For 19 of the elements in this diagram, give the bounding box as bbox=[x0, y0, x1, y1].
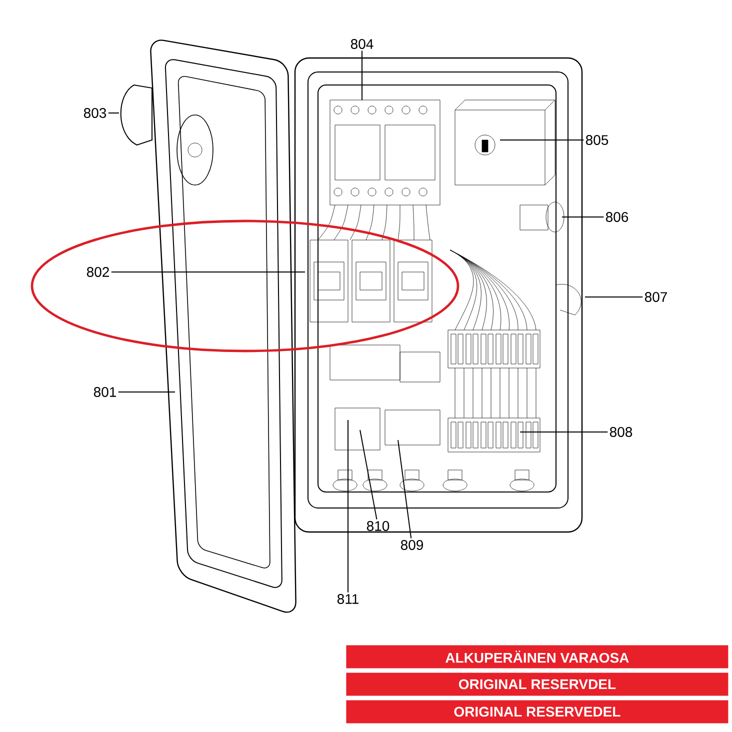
callout-number: 803 bbox=[84, 108, 106, 118]
callout-number: 808 bbox=[610, 427, 632, 437]
callout-number: 809 bbox=[400, 540, 423, 550]
callout-number: 807 bbox=[644, 292, 667, 302]
callout-number: 806 bbox=[606, 212, 628, 222]
banner-bar: ORIGINAL RESERVEDEL bbox=[346, 700, 728, 724]
callout-number: 802 bbox=[86, 267, 109, 277]
banner-bar: ALKUPERÄINEN VARAOSA bbox=[346, 645, 728, 668]
leader-line bbox=[398, 440, 412, 539]
callout-number: 801 bbox=[94, 387, 116, 397]
callout-number: 804 bbox=[350, 39, 374, 49]
leader-line bbox=[584, 296, 644, 298]
leader-line bbox=[562, 216, 604, 218]
leader-line bbox=[360, 430, 378, 520]
callout-number: 805 bbox=[586, 135, 608, 145]
banner-bar: ORIGINAL RESERVDEL bbox=[346, 672, 728, 696]
callout-number: 811 bbox=[337, 594, 358, 604]
callout-number: 810 bbox=[366, 521, 390, 531]
leader-line bbox=[108, 112, 120, 114]
